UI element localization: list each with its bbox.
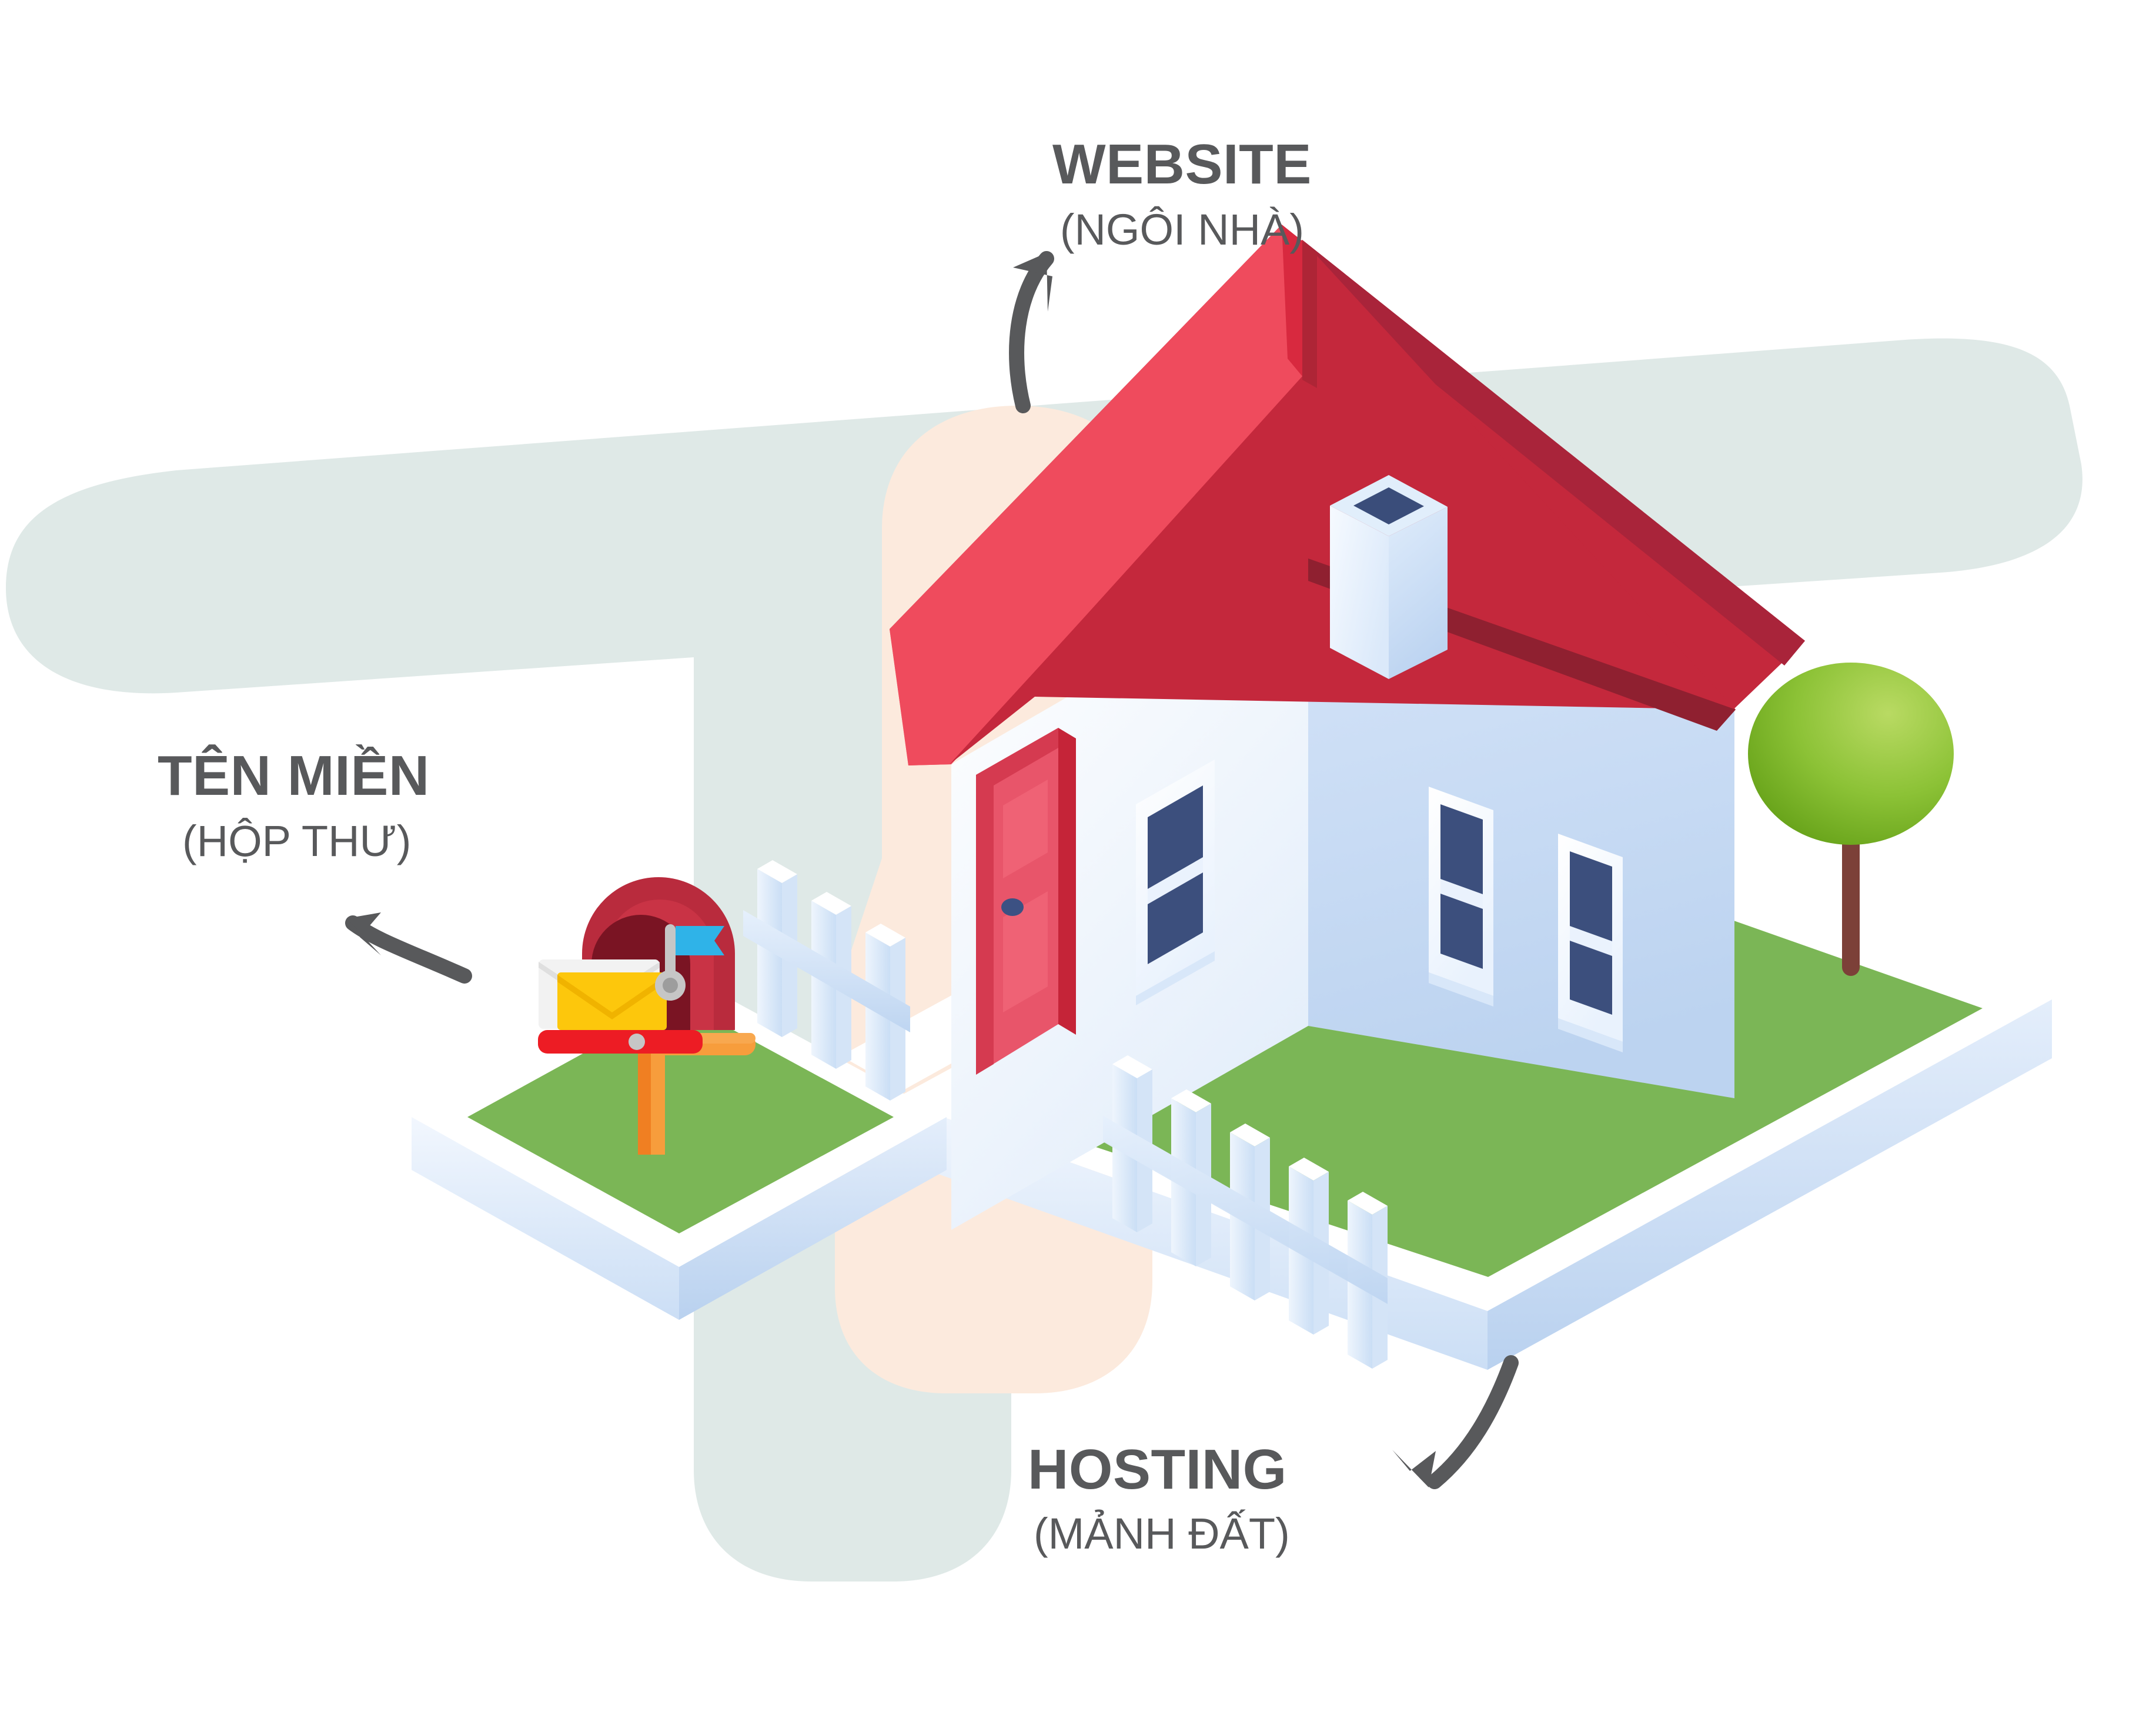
roof-right-slope-shade <box>1291 240 1805 666</box>
fence-front <box>1103 1055 1388 1369</box>
arrow-website <box>1009 251 1054 413</box>
house-wall-front <box>951 557 1308 1230</box>
tree-trunk <box>1842 820 1860 976</box>
chimney-face-right <box>1389 507 1448 679</box>
arrow-domain-head <box>347 912 381 955</box>
fence-left <box>743 860 910 1101</box>
door-frame <box>976 728 1058 1075</box>
chimney-opening <box>1353 487 1424 524</box>
lawn-mailbox <box>467 1001 894 1233</box>
door-panel-lower <box>1003 891 1048 1012</box>
envelope-yellow <box>557 972 667 1030</box>
arrow-hosting-head <box>1392 1450 1436 1487</box>
chimney-face-left <box>1330 506 1389 679</box>
label-hosting-subtitle: (MẢNH ĐẤT) <box>1034 1509 1290 1558</box>
window-front-sill <box>1136 951 1215 1005</box>
label-hosting: HOSTING (MẢNH ĐẤT) <box>1028 1442 1290 1556</box>
window-front <box>1136 760 1215 1005</box>
label-website-title: WEBSITE <box>1052 133 1312 196</box>
house <box>890 225 1805 1230</box>
roof-ridge-line <box>1302 241 1317 388</box>
roof-ridge-shade <box>1282 225 1302 376</box>
mailbox <box>538 877 756 1155</box>
label-domain-title: TÊN MIỀN <box>158 744 430 807</box>
mailbox-tray <box>538 1030 703 1054</box>
chimney <box>1330 475 1448 679</box>
window-side-2-mullion <box>1570 926 1612 956</box>
window-side-2-sill <box>1558 1018 1623 1052</box>
window-side-1-mullion <box>1440 879 1483 909</box>
fence-front-rail-front <box>1103 1116 1388 1304</box>
platform-main-side-right <box>1488 999 2052 1370</box>
fence-picket <box>757 860 797 1037</box>
door-edge <box>1058 728 1076 1035</box>
tree-foliage <box>1748 663 1954 845</box>
fence-left-rail <box>743 910 910 1032</box>
arrow-domain <box>345 912 472 984</box>
door-panel-upper <box>1003 780 1048 878</box>
letter-t-shape <box>6 338 2083 1582</box>
label-domain-subtitle: (HỘP THƯ) <box>182 817 412 865</box>
platform-mailbox-side-left <box>412 1117 679 1320</box>
tree <box>1748 663 1954 976</box>
mailbox-post-shade <box>638 1033 651 1155</box>
window-side-2-glass <box>1570 851 1612 1015</box>
door-knob[interactable] <box>1001 898 1024 916</box>
background-letter-t <box>6 338 2083 1582</box>
arrow-website-head <box>1013 253 1052 312</box>
roof-trim-left <box>890 225 1302 765</box>
fence-picket <box>865 924 905 1101</box>
label-hosting-title: HOSTING <box>1028 1438 1287 1501</box>
mailbox-flag-pivot-inner <box>663 978 678 993</box>
window-side-2 <box>1558 834 1623 1052</box>
mailbox-flag <box>676 926 724 955</box>
arrow-hosting <box>1392 1355 1519 1489</box>
window-front-mullion <box>1148 857 1203 904</box>
platform-mailbox-side-right <box>679 1117 947 1320</box>
mailbox-tray-pivot <box>629 1034 645 1050</box>
label-website-subtitle: (NGÔI NHÀ) <box>1059 205 1305 254</box>
front-door[interactable] <box>976 728 1076 1075</box>
label-website: WEBSITE (NGÔI NHÀ) <box>1052 136 1312 252</box>
window-side-1 <box>1429 787 1493 1007</box>
label-domain: TÊN MIỀN (HỘP THƯ) <box>158 748 430 863</box>
window-side-1-sill <box>1429 972 1493 1007</box>
